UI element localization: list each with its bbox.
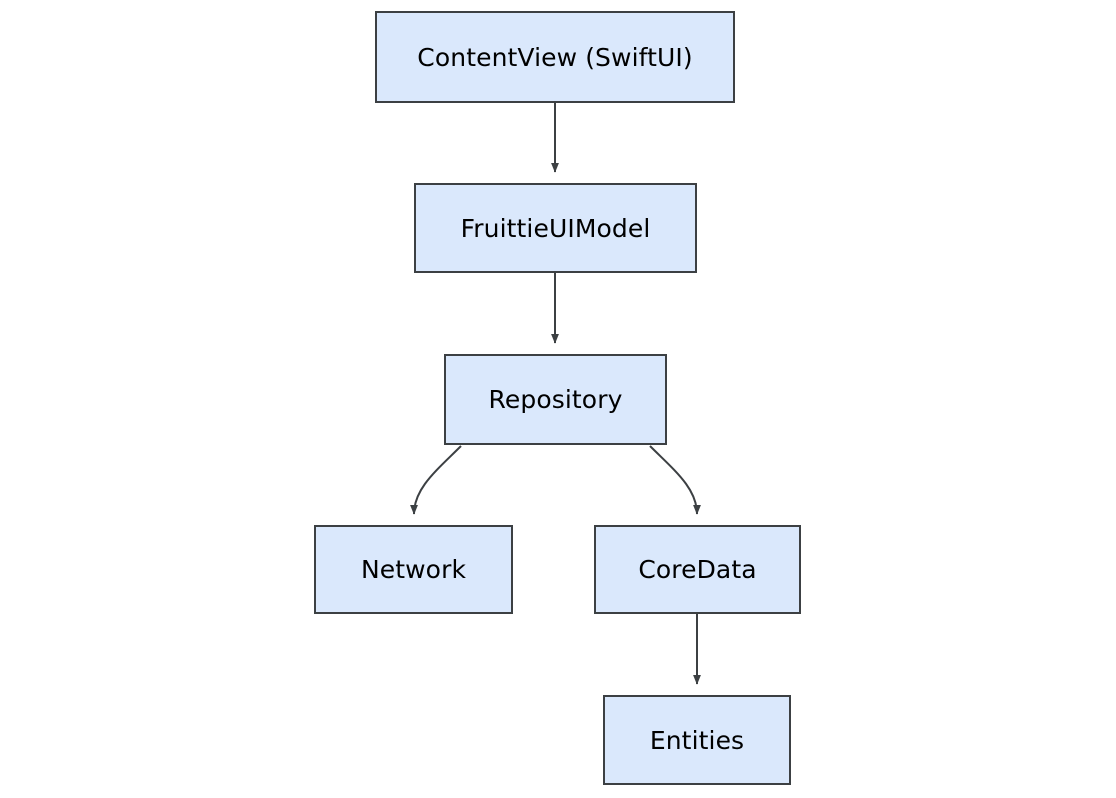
edge-repository-to-network <box>410 445 462 515</box>
node-network[interactable]: Network <box>314 525 513 614</box>
node-repository[interactable]: Repository <box>444 354 667 445</box>
node-repository-label: Repository <box>488 385 623 414</box>
node-contentview-label: ContentView (SwiftUI) <box>417 42 693 72</box>
node-contentview[interactable]: ContentView (SwiftUI) <box>375 11 735 103</box>
node-entities-label: Entities <box>649 725 745 755</box>
node-fruittieuimodel[interactable]: FruittieUIModel <box>414 183 697 273</box>
node-coredata-label: CoreData <box>638 555 757 584</box>
node-fruittieuimodel-label: FruittieUIModel <box>460 213 651 243</box>
node-coredata[interactable]: CoreData <box>594 525 801 614</box>
node-network-label: Network <box>360 555 467 584</box>
node-entities[interactable]: Entities <box>603 695 791 785</box>
edge-repository-to-coredata <box>649 445 701 515</box>
